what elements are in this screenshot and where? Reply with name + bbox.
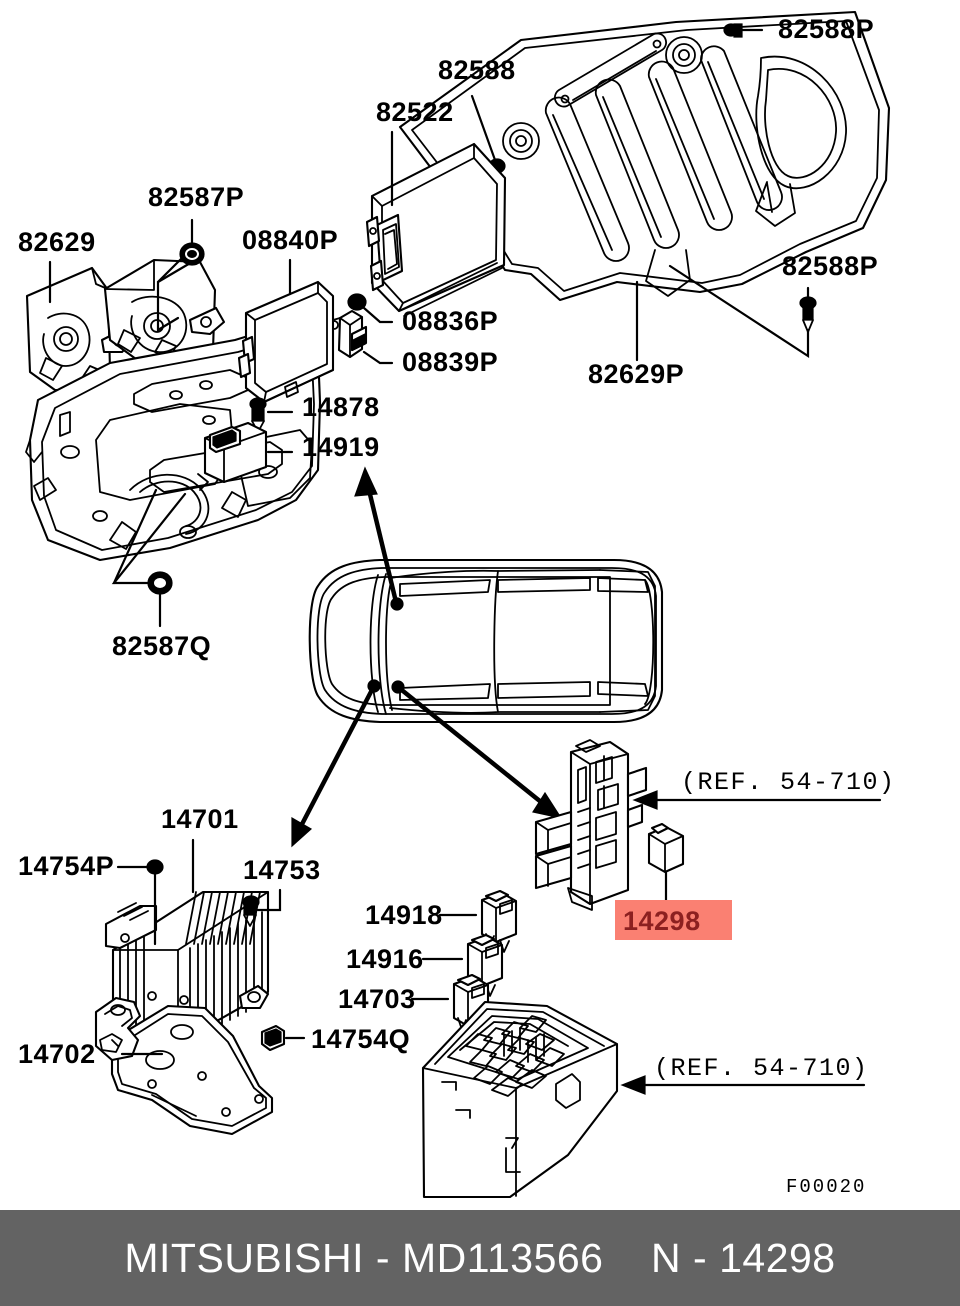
leader-ref-top	[632, 790, 882, 810]
part-14703-relay	[410, 973, 490, 1037]
label-08839P: 08839P	[402, 347, 498, 377]
label-ref-top: (REF. 54-710)	[681, 768, 896, 797]
leader-ref-bottom	[620, 1075, 866, 1095]
part-14878-bolt	[249, 397, 294, 433]
label-08836P: 08836P	[402, 306, 498, 336]
part-14702-bracket	[94, 996, 274, 1136]
label-14703: 14703	[338, 984, 416, 1014]
label-14753: 14753	[243, 855, 321, 885]
part-14298-relay	[647, 822, 685, 902]
drawing-code: F00020	[786, 1176, 866, 1198]
label-82629: 82629	[18, 227, 96, 257]
part-14754P-screw	[116, 859, 164, 946]
part-14754Q-screw	[260, 1024, 306, 1052]
part-08836P-bolt	[347, 293, 394, 324]
label-82588P-top: 82588P	[778, 14, 874, 44]
part-08840P-module	[237, 280, 335, 404]
label-08840P: 08840P	[242, 225, 338, 255]
part-junction-block	[534, 739, 648, 911]
part-82629P-shield	[398, 10, 891, 302]
part-14753-bolt	[242, 888, 282, 927]
label-14878: 14878	[302, 392, 380, 422]
part-14918-relay	[438, 889, 518, 953]
arrow-to-14919	[354, 466, 404, 611]
footer-bar: MITSUBISHI - MD113566 N - 14298	[0, 1210, 960, 1306]
label-14754Q: 14754Q	[311, 1024, 410, 1054]
part-82587P-nut	[156, 218, 205, 332]
vehicle-outline-top-view	[308, 558, 664, 724]
label-14754P: 14754P	[18, 851, 114, 881]
label-82588P-right: 82588P	[782, 251, 878, 281]
leader-82588P-right	[668, 264, 817, 359]
label-14916: 14916	[346, 944, 424, 974]
part-14919-relay	[203, 421, 294, 484]
part-82587Q-nut	[111, 488, 187, 628]
label-82522: 82522	[376, 97, 454, 127]
part-fuse-box-lower	[421, 1000, 619, 1199]
part-08839P-bracket	[329, 309, 394, 365]
label-14298-highlighted: 14298	[623, 906, 701, 936]
part-82522-ecu	[365, 142, 507, 317]
label-14701: 14701	[161, 804, 239, 834]
arrow-to-fusebox	[391, 680, 563, 819]
label-ref-bottom: (REF. 54-710)	[654, 1054, 869, 1083]
label-82587Q: 82587Q	[112, 631, 211, 661]
footer-part-caption: MITSUBISHI - MD113566 N - 14298	[124, 1234, 836, 1281]
highlight-box-14298	[615, 900, 732, 940]
label-14702: 14702	[18, 1039, 96, 1069]
label-82587P: 82587P	[148, 182, 244, 212]
arrow-to-14701	[291, 679, 381, 848]
exploded-parts-diagram: 82588P 82588 82522	[18, 10, 896, 1199]
label-14918: 14918	[365, 900, 443, 930]
label-14919: 14919	[302, 432, 380, 462]
label-82588: 82588	[438, 55, 516, 85]
label-82629P: 82629P	[588, 359, 684, 389]
part-82629-bracket-assembly	[25, 258, 322, 562]
leader-82588P-top	[723, 23, 764, 38]
